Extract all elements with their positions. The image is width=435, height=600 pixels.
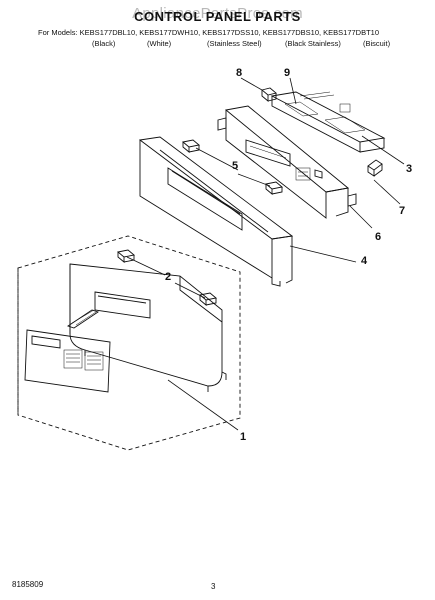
part-5-clip bbox=[181, 139, 284, 195]
part-7-button bbox=[367, 159, 383, 177]
leader-lines bbox=[126, 77, 405, 431]
page-title: CONTROL PANEL PARTS bbox=[134, 9, 301, 24]
document-number: 8185809 bbox=[12, 580, 44, 589]
callout-9: 9 bbox=[284, 67, 290, 79]
callout-4: 4 bbox=[361, 255, 368, 267]
callout-2: 2 bbox=[165, 271, 171, 283]
part-9-control-board bbox=[270, 91, 386, 153]
page-number: 3 bbox=[211, 582, 216, 591]
finishes-line: (Black) (White) (Stainless Steel) (Black St… bbox=[92, 39, 390, 48]
callout-7: 7 bbox=[399, 205, 405, 217]
finish-black: (Black) bbox=[92, 39, 116, 48]
callout-1: 1 bbox=[240, 431, 246, 443]
part-1-overlay-keypad bbox=[24, 329, 111, 393]
part-1-console-body bbox=[69, 263, 227, 392]
finish-stainless-steel: (Stainless Steel) bbox=[207, 39, 262, 48]
part-1-control-panel-assembly-outline bbox=[17, 235, 241, 451]
part-4-front-panel bbox=[138, 136, 294, 287]
callout-3: 3 bbox=[406, 163, 412, 175]
callout-labels: 8 9 3 7 6 4 5 2 1 bbox=[165, 67, 412, 443]
part-6-control-housing bbox=[217, 105, 357, 219]
callout-8: 8 bbox=[236, 67, 242, 79]
models-line: For Models: KEBS177DBL10, KEBS177DWH10, … bbox=[38, 28, 380, 37]
part-1-ribbon-cable bbox=[66, 309, 100, 329]
finish-white: (White) bbox=[147, 39, 172, 48]
callout-6: 6 bbox=[375, 231, 381, 243]
part-8-connector bbox=[261, 87, 277, 102]
callout-5: 5 bbox=[232, 160, 238, 172]
finish-biscuit: (Biscuit) bbox=[363, 39, 391, 48]
finish-black-stainless: (Black Stainless) bbox=[285, 39, 341, 48]
part-2-clip bbox=[116, 249, 218, 306]
watermark: AppliancePartsPros.com bbox=[132, 5, 303, 22]
